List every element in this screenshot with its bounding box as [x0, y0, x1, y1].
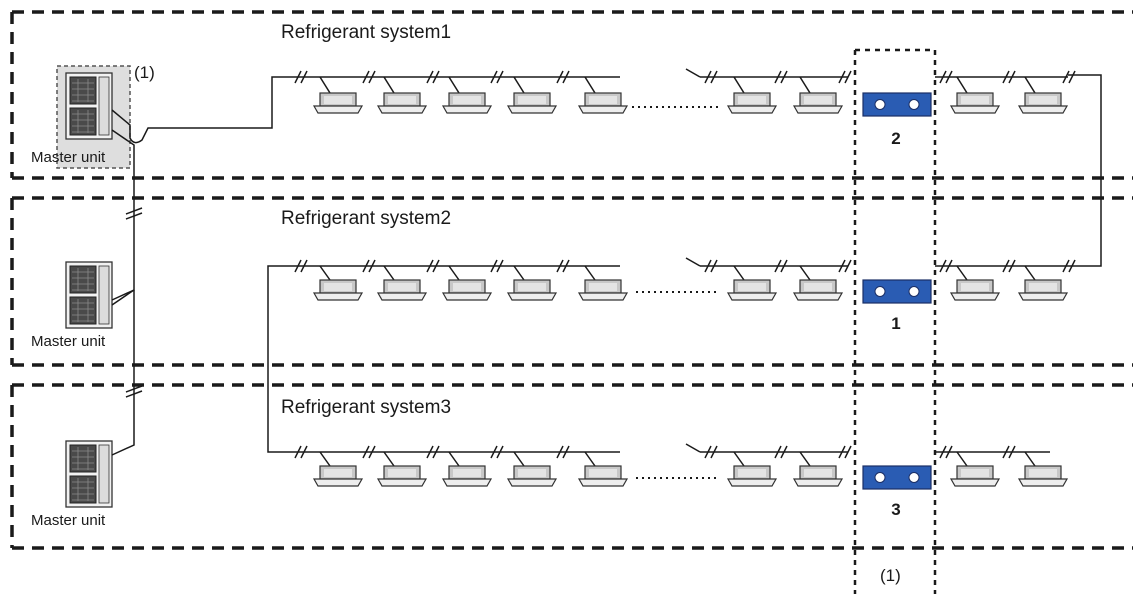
indoor-unit-icon: [377, 92, 427, 114]
indoor-unit-icon: [313, 279, 363, 301]
indoor-unit-icon: [1018, 279, 1068, 301]
switch-box-icon: [862, 92, 932, 117]
piping: [267, 68, 1102, 467]
master-unit-2-icon: [65, 261, 113, 329]
indoor-unit-icon: [727, 92, 777, 114]
indoor-unit-icon: [578, 92, 628, 114]
indoor-unit-icon: [507, 92, 557, 114]
indoor-unit-icon: [727, 465, 777, 487]
indoor-unit-icon: [578, 279, 628, 301]
system-1-title: Refrigerant system1: [281, 22, 452, 43]
indoor-unit-icon: [442, 465, 492, 487]
indoor-unit-icon: [1018, 92, 1068, 114]
switch-box-number: 1: [891, 314, 901, 333]
system-3-title: Refrigerant system3: [281, 397, 452, 418]
switch-box-number: 2: [891, 129, 901, 148]
indoor-unit-icon: [507, 279, 557, 301]
indoor-unit-icon: [442, 92, 492, 114]
indoor-unit-icon: [793, 465, 843, 487]
indoor-unit-icon: [793, 279, 843, 301]
switch-box-icon: [862, 279, 932, 304]
indoor-unit-icon: [1018, 465, 1068, 487]
indoor-unit-icon: [377, 465, 427, 487]
indoor-unit-icon: [950, 92, 1000, 114]
switch-box-column: [853, 48, 937, 594]
master-highlight-annotation: (1): [134, 63, 155, 82]
indoor-unit-icon: [727, 279, 777, 301]
master-unit-piping: [111, 76, 295, 456]
indoor-unit-icon: [313, 92, 363, 114]
system-boundaries: [10, 10, 1133, 550]
indoor-unit-icon: [507, 465, 557, 487]
switch-box-icon: [862, 465, 932, 490]
indoor-unit-icon: [578, 465, 628, 487]
master-unit-1-label: Master unit: [31, 149, 106, 166]
indoor-unit-icon: [313, 465, 363, 487]
switch-column-annotation: (1): [880, 566, 901, 585]
indoor-unit-icon: [950, 465, 1000, 487]
master-unit-1-icon: [65, 72, 113, 140]
indoor-units: [313, 92, 1068, 487]
indoor-unit-icon: [793, 92, 843, 114]
system-2-title: Refrigerant system2: [281, 208, 452, 229]
switch-boxes: [862, 92, 932, 490]
indoor-unit-icon: [950, 279, 1000, 301]
continuation-dots: [632, 106, 720, 479]
master-unit-2-label: Master unit: [31, 333, 106, 350]
indoor-unit-icon: [377, 279, 427, 301]
indoor-unit-icon: [442, 279, 492, 301]
switch-box-number: 3: [891, 500, 901, 519]
master-unit-3-label: Master unit: [31, 512, 106, 529]
master-unit-3-icon: [65, 440, 113, 508]
